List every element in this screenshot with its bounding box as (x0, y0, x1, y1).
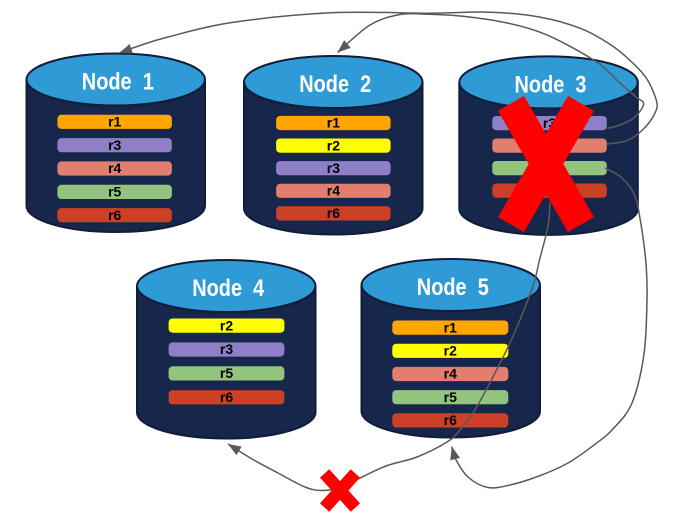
svg-text:r1: r1 (108, 114, 121, 130)
svg-text:r5: r5 (108, 184, 121, 200)
svg-text:r2: r2 (220, 317, 233, 333)
svg-text:r4: r4 (108, 160, 121, 176)
svg-text:r5: r5 (220, 365, 233, 381)
svg-text:r3: r3 (108, 137, 121, 153)
svg-text:r2: r2 (444, 343, 457, 359)
svg-text:r5: r5 (444, 389, 457, 405)
svg-text:Node 3: Node 3 (515, 71, 587, 98)
svg-text:r4: r4 (444, 366, 457, 382)
svg-text:r6: r6 (444, 412, 457, 428)
svg-text:r3: r3 (327, 160, 340, 176)
svg-text:Node 2: Node 2 (299, 71, 371, 98)
svg-text:r6: r6 (108, 207, 121, 223)
svg-text:r1: r1 (327, 115, 340, 131)
svg-text:r3: r3 (220, 341, 233, 357)
svg-text:r4: r4 (327, 183, 340, 199)
svg-text:Node 1: Node 1 (82, 69, 154, 96)
svg-text:r6: r6 (220, 389, 233, 405)
svg-text:r1: r1 (444, 319, 457, 335)
svg-text:r2: r2 (327, 137, 340, 153)
svg-text:r6: r6 (327, 205, 340, 221)
svg-text:Node 4: Node 4 (192, 275, 265, 302)
svg-text:Node 5: Node 5 (417, 274, 489, 301)
